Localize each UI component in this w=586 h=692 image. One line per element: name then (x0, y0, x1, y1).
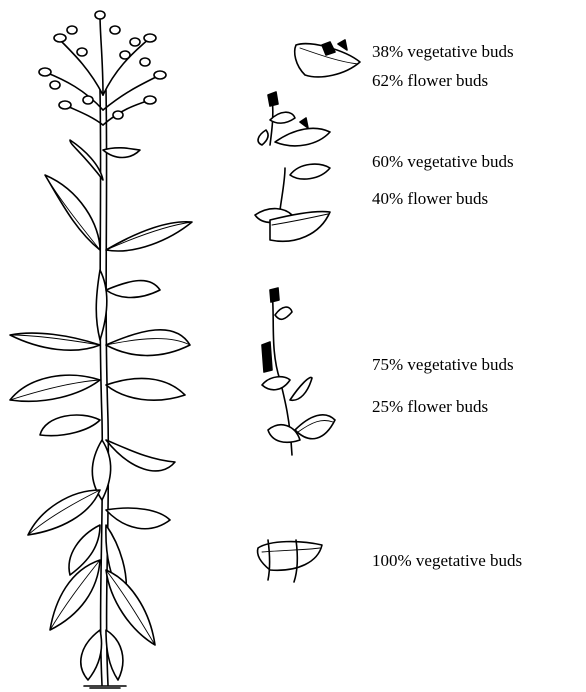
cutting-2-icon (255, 92, 330, 241)
label-vegetative-2: 60% vegetative buds (372, 153, 514, 170)
label-vegetative-1: 38% vegetative buds (372, 43, 514, 60)
cutting-4-icon (258, 540, 323, 582)
cutting-3-icon (262, 288, 335, 455)
label-flower-1: 62% flower buds (372, 72, 488, 89)
label-flower-3: 25% flower buds (372, 398, 488, 415)
label-flower-2: 40% flower buds (372, 190, 488, 207)
label-vegetative-4: 100% vegetative buds (372, 552, 522, 569)
cutting-1-icon (295, 40, 360, 77)
label-vegetative-3: 75% vegetative buds (372, 356, 514, 373)
